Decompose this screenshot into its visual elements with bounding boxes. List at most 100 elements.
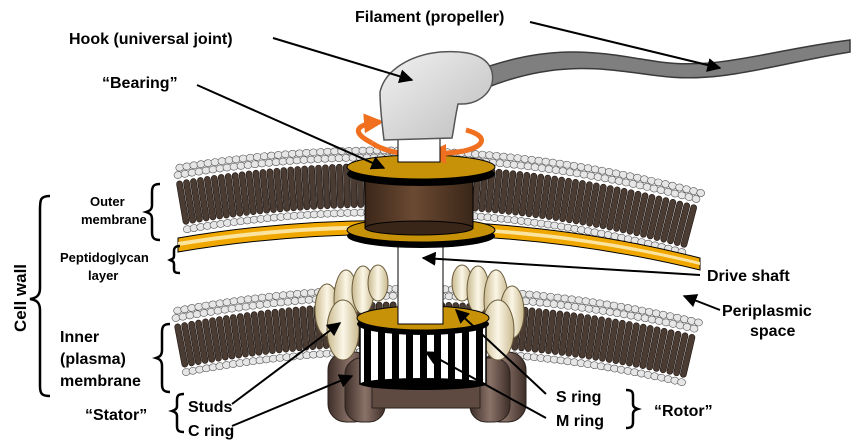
lipid-unit <box>524 307 536 352</box>
m-ring-stripe <box>476 326 483 384</box>
lipid-head <box>269 292 285 362</box>
lipid-unit <box>653 197 670 241</box>
lipid-head <box>637 309 661 378</box>
lipid-head <box>199 301 218 372</box>
lipid-head <box>222 156 239 226</box>
lipid-unit <box>183 179 197 224</box>
drive-shaft <box>397 237 444 325</box>
label-inner-3: membrane <box>60 373 141 390</box>
lipid-head <box>320 147 332 218</box>
m-ring-stripe <box>406 326 413 384</box>
label-rotor: “Rotor” <box>654 403 713 420</box>
lipid-unit <box>498 169 510 214</box>
lipid-unit <box>197 177 210 222</box>
lipid-unit <box>532 173 545 219</box>
lipid-unit <box>612 319 626 364</box>
lipid-unit <box>586 182 600 227</box>
lipid-unit <box>572 180 586 225</box>
lipid-unit <box>606 186 621 231</box>
lipid-head <box>327 147 340 218</box>
lipid-unit <box>667 200 684 245</box>
lipid-head <box>173 163 192 234</box>
label-outer-membrane-2: membrane <box>81 212 147 227</box>
lipid-head <box>590 168 614 237</box>
lipid-head <box>530 157 551 227</box>
lipid-head <box>208 158 226 228</box>
m-ring-stripe <box>364 326 371 384</box>
labels: Filament (propeller) Hook (universal joi… <box>11 9 812 440</box>
label-m-ring: M ring <box>556 413 604 430</box>
lipid-unit <box>294 166 304 211</box>
lipid-unit <box>619 321 633 366</box>
lipid-unit <box>659 329 675 374</box>
label-s-ring: S ring <box>556 389 601 406</box>
lipid-head <box>255 293 271 364</box>
lipid-head <box>644 180 670 248</box>
lipid-head <box>590 300 612 370</box>
lipid-head <box>278 150 292 221</box>
lipid-head <box>510 155 530 224</box>
label-peptidoglycan-1: Peptidoglycan <box>60 250 149 265</box>
lipid-head <box>583 166 607 235</box>
lipid-head <box>262 292 278 363</box>
lipid-head <box>623 306 647 375</box>
lipid-head <box>543 159 565 229</box>
lipid-unit <box>512 171 524 216</box>
lipid-head <box>570 297 591 367</box>
peptidoglycan-layer <box>177 219 701 271</box>
lipid-head <box>570 164 593 233</box>
pointer-lines <box>196 21 722 427</box>
lipid-unit <box>217 174 230 219</box>
lipid-unit <box>280 167 291 212</box>
lipid-unit <box>176 180 190 225</box>
lipid-unit <box>266 168 277 213</box>
lipid-head <box>603 302 626 372</box>
lipid-head <box>503 154 523 224</box>
filament <box>476 39 851 89</box>
lipid-head <box>243 153 259 224</box>
lipid-unit <box>551 310 564 355</box>
lipid-unit <box>195 319 209 364</box>
lipid-unit <box>578 314 591 359</box>
lipid-unit <box>271 308 283 354</box>
lipid-head <box>180 162 199 232</box>
lipid-head <box>215 157 232 227</box>
lipid-head <box>596 301 619 371</box>
lipid-unit <box>209 317 222 362</box>
lipid-unit <box>336 163 344 209</box>
m-ring-stripe <box>462 326 469 384</box>
lipid-unit <box>287 166 297 212</box>
lipid-unit <box>505 170 517 215</box>
lipid-head <box>557 162 579 231</box>
m-ring-stripe <box>420 326 427 384</box>
label-drive-shaft: Drive shaft <box>707 268 790 285</box>
lipid-unit <box>646 326 661 371</box>
lipid-head <box>563 163 586 232</box>
lipid-unit <box>559 177 572 222</box>
lipid-head <box>496 153 516 223</box>
label-peptidoglycan-2: layer <box>88 268 118 283</box>
label-inner-2: (plasma) <box>60 351 126 368</box>
label-filament: Filament (propeller) <box>355 9 504 26</box>
lipid-unit <box>257 310 269 355</box>
lipid-head <box>241 295 258 365</box>
lipid-unit <box>250 311 263 356</box>
lipid-head <box>616 305 640 374</box>
lipid-unit <box>252 169 264 215</box>
lipid-head <box>187 161 205 231</box>
lipid-head <box>220 298 238 368</box>
lipid-unit <box>565 312 578 357</box>
lipid-head <box>670 317 696 385</box>
lipid-unit <box>639 325 654 369</box>
lipid-unit <box>204 176 217 221</box>
lipid-unit <box>680 334 696 378</box>
lipid-unit <box>633 192 649 237</box>
lipid-unit <box>188 320 202 365</box>
studs <box>314 264 525 361</box>
lipid-unit <box>599 317 612 362</box>
lipid-head <box>529 292 549 362</box>
lipid-unit <box>229 314 243 359</box>
lipid-unit <box>545 309 557 355</box>
lipid-head <box>630 308 654 377</box>
lipid-unit <box>626 190 642 235</box>
